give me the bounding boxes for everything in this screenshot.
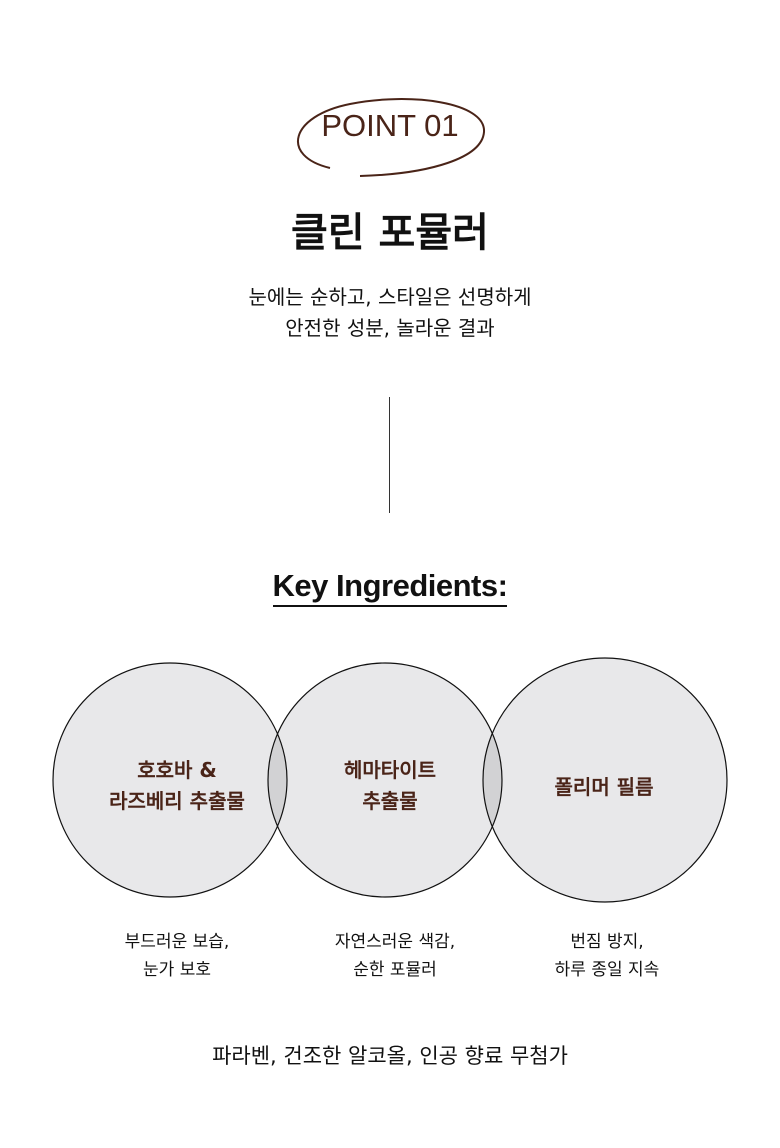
page-title: 클린 포뮬러 bbox=[291, 210, 489, 256]
ingredient-line: 헤마타이트 bbox=[344, 758, 436, 782]
subtitle-line: 눈에는 순하고, 스타일은 선명하게 bbox=[248, 285, 532, 309]
heading-text: Key Ingredients: bbox=[272, 568, 508, 607]
desc-line: 번짐 방지, bbox=[570, 932, 644, 952]
venn-diagram bbox=[52, 657, 728, 903]
subtitle-line: 안전한 성분, 놀라운 결과 bbox=[285, 316, 495, 340]
circle-1 bbox=[53, 663, 287, 897]
ingredient-line: 라즈베리 추출물 bbox=[109, 789, 245, 813]
ingredient-name: 호호바 & 라즈베리 추출물 bbox=[77, 755, 277, 817]
circle-2 bbox=[268, 663, 502, 897]
ingredient-line: 호호바 & bbox=[137, 758, 217, 782]
point-badge: POINT 01 bbox=[321, 108, 459, 143]
badge-ellipse bbox=[297, 98, 486, 177]
ingredient-name: 폴리머 필름 bbox=[504, 772, 704, 803]
desc-line: 순한 포뮬러 bbox=[353, 960, 437, 980]
desc-line: 자연스러운 색감, bbox=[334, 932, 456, 952]
subtitle: 눈에는 순하고, 스타일은 선명하게 안전한 성분, 놀라운 결과 bbox=[0, 282, 780, 344]
ingredient-desc: 자연스러운 색감, 순한 포뮬러 bbox=[285, 928, 505, 984]
desc-line: 부드러운 보습, bbox=[124, 932, 230, 952]
ingredient-line: 추출물 bbox=[362, 789, 418, 813]
ingredient-name: 헤마타이트 추출물 bbox=[290, 755, 490, 817]
free-from-note: 파라벤, 건조한 알코올, 인공 향료 무첨가 bbox=[212, 1044, 568, 1068]
ingredient-desc: 번짐 방지, 하루 종일 지속 bbox=[497, 928, 717, 984]
ingredient-desc: 부드러운 보습, 눈가 보호 bbox=[67, 928, 287, 984]
desc-line: 하루 종일 지속 bbox=[554, 960, 660, 980]
desc-line: 눈가 보호 bbox=[143, 960, 211, 980]
circle-3 bbox=[483, 658, 727, 902]
divider-line bbox=[389, 397, 390, 513]
key-ingredients-heading: Key Ingredients: bbox=[0, 568, 780, 607]
ingredient-line: 폴리머 필름 bbox=[554, 775, 654, 799]
